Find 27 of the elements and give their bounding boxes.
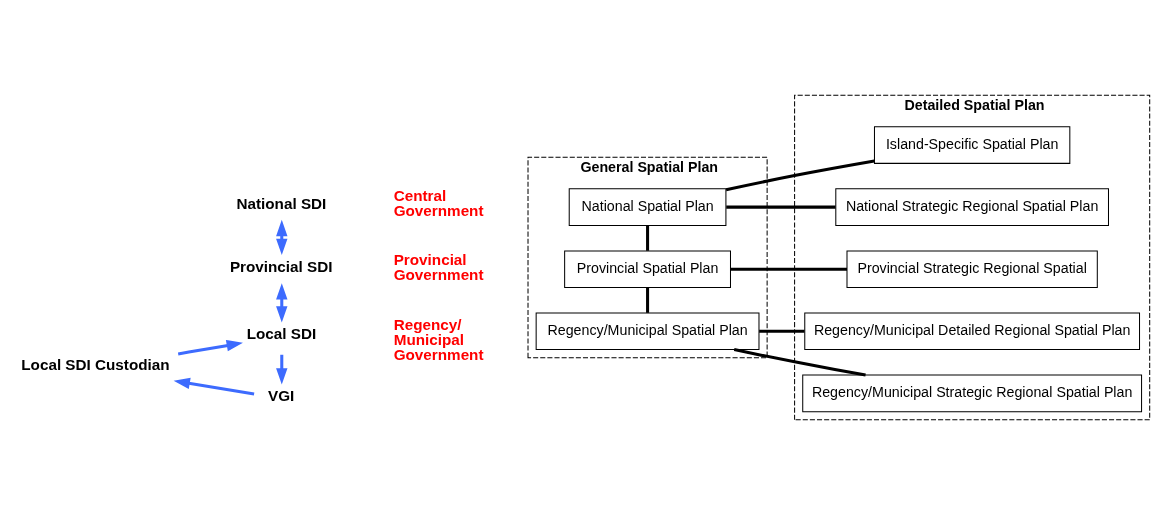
node-text: VGI: [268, 386, 295, 404]
node-box: Regency/Municipal Detailed Regional Spatial Plan: [804, 312, 1141, 351]
arrow: [173, 377, 255, 396]
node-box: Regency/Municipal Strategic Regional Spatial Plan: [802, 374, 1143, 413]
label: Central Government: [393, 187, 484, 220]
connector: [646, 225, 650, 251]
node-box: Island-Specific Spatial Plan: [873, 126, 1071, 164]
node-box: Regency/Municipal Spatial Plan: [535, 312, 760, 351]
node-text: Local SDI Custodian: [21, 356, 170, 374]
label: Regency/ Municipal Government: [393, 315, 484, 364]
connector: [646, 287, 650, 313]
connector: [759, 329, 805, 333]
node-box: Provincial Strategic Regional Spatial: [846, 250, 1098, 289]
arrow: [177, 339, 243, 356]
connector: [730, 267, 847, 271]
node-box: National Strategic Regional Spatial Plan: [835, 188, 1109, 226]
label: Provincial Government: [393, 251, 484, 284]
arrow: [276, 283, 288, 323]
connector: [726, 205, 836, 209]
node-text: Local SDI: [246, 324, 317, 342]
connector: [733, 348, 866, 377]
node-box: National Spatial Plan: [568, 188, 727, 226]
arrow: [276, 219, 288, 256]
connector: [725, 159, 875, 192]
node-text: Provincial SDI: [229, 257, 333, 275]
node-box: Provincial Spatial Plan: [564, 250, 731, 289]
node-text: National SDI: [236, 194, 327, 212]
